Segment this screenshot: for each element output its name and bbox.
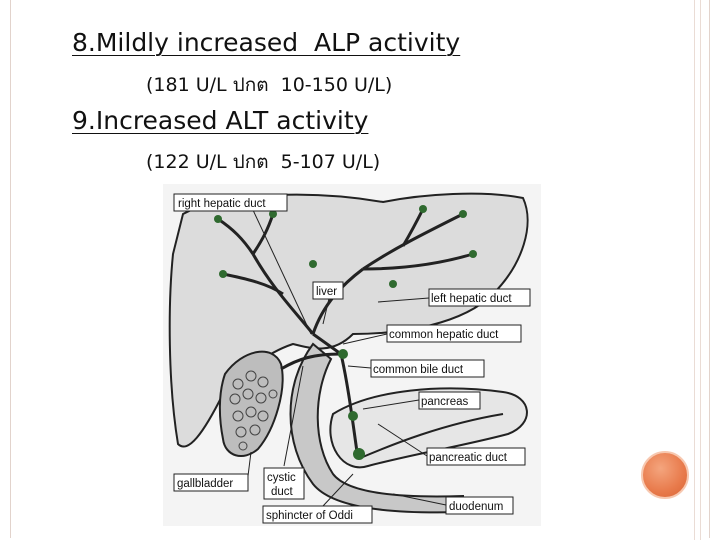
svg-text:cystic: cystic [267, 472, 296, 484]
gallbladder-shape [218, 350, 284, 458]
label-pancreatic-duct: pancreatic duct [426, 447, 526, 466]
label-duodenum: duodenum [445, 496, 514, 515]
svg-text:pancreatic duct: pancreatic duct [429, 452, 508, 464]
svg-text:duodenum: duodenum [449, 501, 503, 513]
label-sphincter-of-oddi: sphincter of Oddi [262, 505, 373, 524]
svg-text:pancreas: pancreas [421, 396, 469, 408]
item-9-title: 9.Increased ALT activity [72, 106, 369, 135]
label-common-bile-duct: common bile duct [370, 359, 485, 378]
svg-text:gallbladder: gallbladder [177, 478, 233, 490]
label-cystic-duct: cystic duct [263, 467, 305, 500]
liver-shape [168, 192, 529, 448]
slide-rule [700, 0, 701, 540]
label-gallbladder: gallbladder [173, 473, 249, 492]
item-8-title: 8.Mildly increased ALP activity [72, 28, 461, 57]
slide-rule [694, 0, 695, 540]
svg-text:left hepatic duct: left hepatic duct [431, 293, 512, 305]
item-8-detail: (181 U/L ปกต 10-150 U/L) [146, 74, 393, 96]
svg-text:sphincter of Oddi: sphincter of Oddi [266, 510, 353, 522]
biliary-anatomy-diagram: right hepatic duct liver left hepatic du… [163, 184, 541, 526]
svg-text:common hepatic duct: common hepatic duct [389, 329, 499, 341]
label-common-hepatic-duct: common hepatic duct [386, 324, 522, 343]
label-liver: liver [312, 281, 344, 300]
svg-text:common bile duct: common bile duct [373, 364, 464, 376]
svg-text:right hepatic duct: right hepatic duct [178, 198, 266, 210]
decorative-circle [641, 451, 689, 499]
slide-frame [10, 0, 710, 538]
label-right-hepatic-duct: right hepatic duct [173, 193, 288, 212]
svg-text:liver: liver [316, 286, 337, 298]
item-9-detail: (122 U/L ปกต 5-107 U/L) [146, 151, 381, 173]
svg-text:duct: duct [271, 486, 294, 498]
label-pancreas: pancreas [418, 391, 481, 410]
label-left-hepatic-duct: left hepatic duct [428, 288, 531, 307]
